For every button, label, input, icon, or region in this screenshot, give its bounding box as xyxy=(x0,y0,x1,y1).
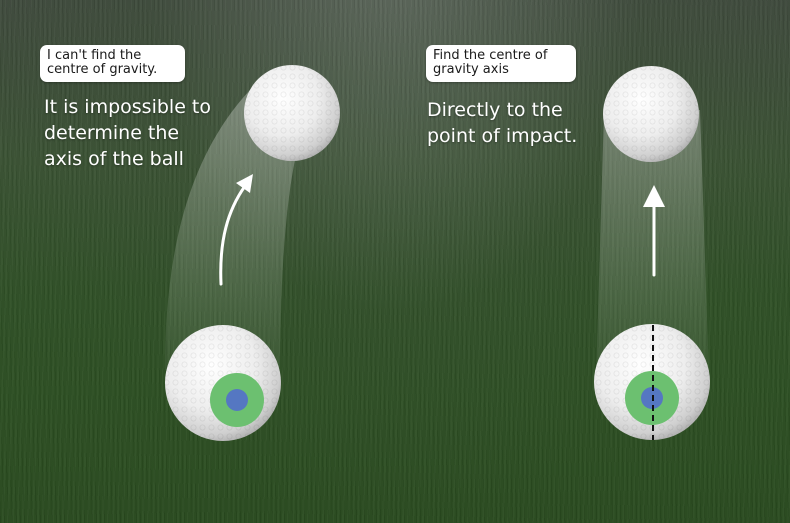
straight-arrow-icon xyxy=(643,185,665,277)
right-caption: Find the centre of gravity axis xyxy=(426,45,576,82)
left-caption: I can't find the centre of gravity. xyxy=(40,45,185,82)
right-description: Directly to the point of impact. xyxy=(427,99,578,147)
left-trajectory-trail xyxy=(165,90,300,370)
curved-arrow-icon xyxy=(219,174,253,286)
golf-ball-icon xyxy=(244,65,340,161)
golf-ball-icon xyxy=(603,66,699,162)
left-description: It is impossible to determine the axis o… xyxy=(44,96,212,170)
impact-center-dot xyxy=(226,389,248,411)
